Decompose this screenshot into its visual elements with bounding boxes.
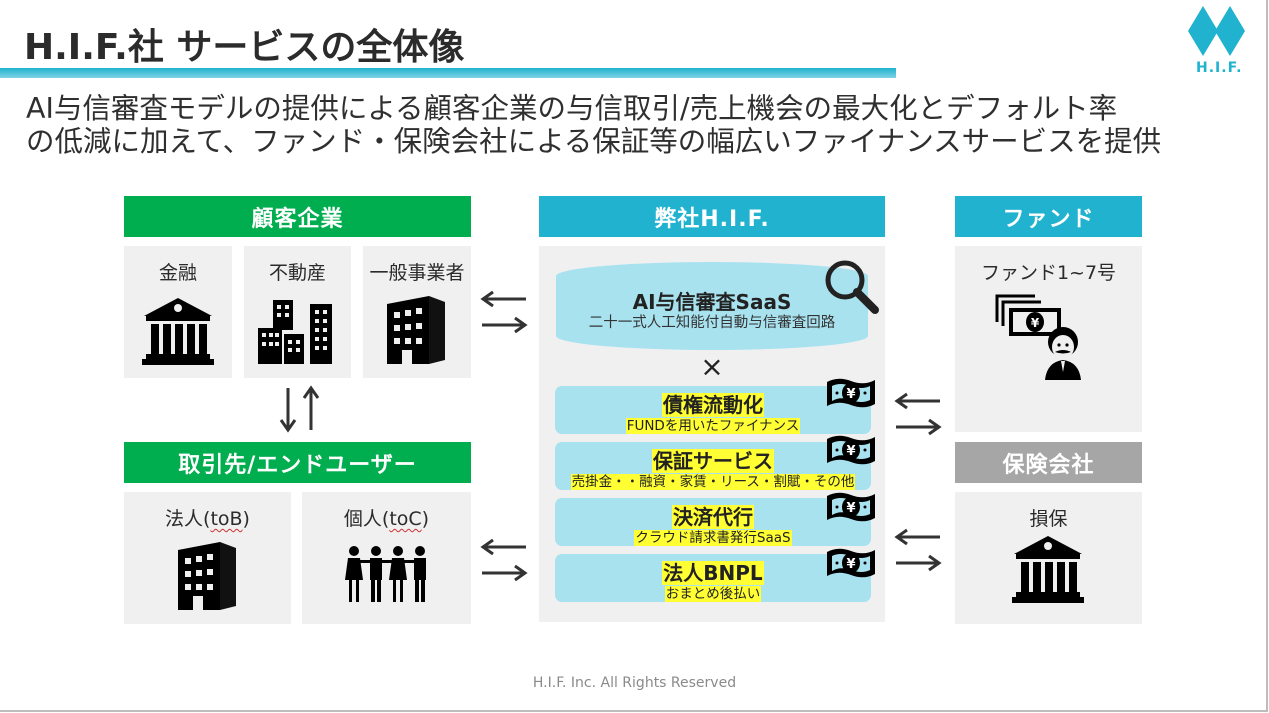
subtitle-line-2: の低減に加えて、ファンド・保険会社による保証等の幅広いファイナンスサービスを提供: [26, 125, 1162, 158]
end-user-card-individual: 個人(toC): [302, 492, 471, 624]
bank-icon: [1012, 536, 1084, 603]
label-prefix: 法人(: [165, 508, 211, 530]
hif-header: 弊社H.I.F.: [539, 196, 885, 237]
slide-subtitle: AI与信審査モデルの提供による顧客企業の与信取引/売上機会の最大化とデフォルト率…: [26, 92, 1246, 158]
footer-copyright: H.I.F. Inc. All Rights Reserved: [532, 675, 737, 691]
end-users-header: 取引先/エンドユーザー: [124, 442, 471, 483]
service-title: 決済代行: [555, 501, 871, 530]
service-subtitle-text: 売掛金・・融資・家賃・リース・割賦・その他: [570, 474, 856, 490]
svg-text:¥: ¥: [846, 387, 855, 402]
svg-text:¥: ¥: [1031, 316, 1040, 330]
end-user-label: 個人(toC): [302, 504, 471, 531]
label-word: toC: [389, 508, 422, 530]
yen-banknote-icon: ¥: [827, 492, 875, 522]
service-title: 保証サービス: [555, 445, 871, 474]
customer-label: 金融: [158, 262, 197, 284]
yen-banknote-icon: ¥: [827, 435, 875, 465]
ai-service-title: AI与信審査SaaS: [632, 290, 792, 314]
service-subtitle-text: クラウド請求書発行SaaS: [634, 530, 792, 546]
customer-card-real-estate: 不動産: [244, 246, 351, 378]
service-title: 債権流動化: [555, 389, 871, 418]
magnifier-icon: [825, 260, 879, 314]
title-underline-bar: [0, 68, 896, 78]
investor-money-icon: ¥: [995, 294, 1081, 380]
fund-header: ファンド: [955, 196, 1142, 237]
label-suffix: ): [421, 508, 430, 530]
logo-text: H.I.F.: [1196, 60, 1243, 76]
customer-card-finance: 金融: [124, 246, 232, 378]
service-card-payment-agency: 決済代行 クラウド請求書発行SaaS: [555, 498, 871, 546]
customer-label: 不動産: [268, 262, 326, 284]
office-building-icon: [178, 542, 236, 610]
label-word: toB: [210, 508, 243, 530]
fund-label: ファンド1~7号: [980, 262, 1117, 284]
bidirectional-arrows-insurance-icon: [894, 528, 942, 572]
service-card-corporate-bnpl: 法人BNPL おまとめ後払い: [555, 554, 871, 602]
label-suffix: ): [242, 508, 250, 530]
service-subtitle: クラウド請求書発行SaaS: [555, 526, 871, 546]
insurance-card: 損保: [955, 492, 1142, 624]
fund-card: ファンド1~7号 ¥: [955, 246, 1142, 432]
bidirectional-vertical-arrows-icon: [279, 385, 320, 433]
yen-banknote-icon: ¥: [827, 548, 875, 578]
service-title-text: 法人BNPL: [662, 561, 764, 585]
service-card-receivable-securitization: 債権流動化 FUNDを用いたファイナンス: [555, 386, 871, 434]
bidirectional-arrows-end-users-icon: [480, 538, 528, 582]
service-title-text: 債権流動化: [662, 393, 764, 417]
end-user-label: 法人(toB): [124, 504, 291, 531]
bidirectional-arrows-customers-icon: [480, 290, 528, 334]
slide-title: H.I.F.社 サービスの全体像: [24, 27, 465, 68]
subtitle-line-1: AI与信審査モデルの提供による顧客企業の与信取引/売上機会の最大化とデフォルト率: [26, 92, 1118, 125]
end-user-card-corporate: 法人(toB): [124, 492, 291, 624]
ai-service-subtitle: 二十一式人工知能付自動与信審査回路: [588, 315, 836, 331]
service-subtitle-text: おまとめ後払い: [664, 586, 762, 602]
svg-text:¥: ¥: [846, 501, 855, 516]
insurance-label: 損保: [1029, 508, 1068, 530]
service-title-text: 保証サービス: [652, 449, 774, 473]
service-title: 法人BNPL: [555, 557, 871, 586]
service-subtitle: FUNDを用いたファイナンス: [555, 414, 871, 434]
customer-card-general-business: 一般事業者: [363, 246, 471, 378]
buildings-icon: [258, 300, 332, 364]
customers-header: 顧客企業: [124, 196, 471, 237]
hif-logo-icon: [1188, 6, 1245, 56]
customer-label: 一般事業者: [369, 262, 465, 284]
times-symbol: ×: [700, 350, 724, 383]
bidirectional-arrows-fund-icon: [894, 392, 942, 436]
yen-banknote-icon: ¥: [827, 378, 875, 408]
svg-text:¥: ¥: [846, 557, 855, 572]
label-prefix: 個人(: [343, 508, 390, 530]
svg-text:¥: ¥: [846, 444, 855, 459]
bank-icon: [142, 298, 214, 365]
service-card-guarantee: 保証サービス 売掛金・・融資・家賃・リース・割賦・その他: [555, 442, 871, 490]
service-subtitle: 売掛金・・融資・家賃・リース・割賦・その他: [555, 470, 871, 490]
insurance-header: 保険会社: [955, 442, 1142, 483]
office-building-icon: [387, 296, 445, 364]
ai-credit-saas-card: AI与信審査SaaS 二十一式人工知能付自動与信審査回路: [556, 262, 868, 350]
service-subtitle-text: FUNDを用いたファイナンス: [625, 418, 801, 434]
service-subtitle: おまとめ後払い: [555, 582, 871, 602]
service-title-text: 決済代行: [672, 505, 754, 529]
people-icon: [345, 546, 426, 602]
